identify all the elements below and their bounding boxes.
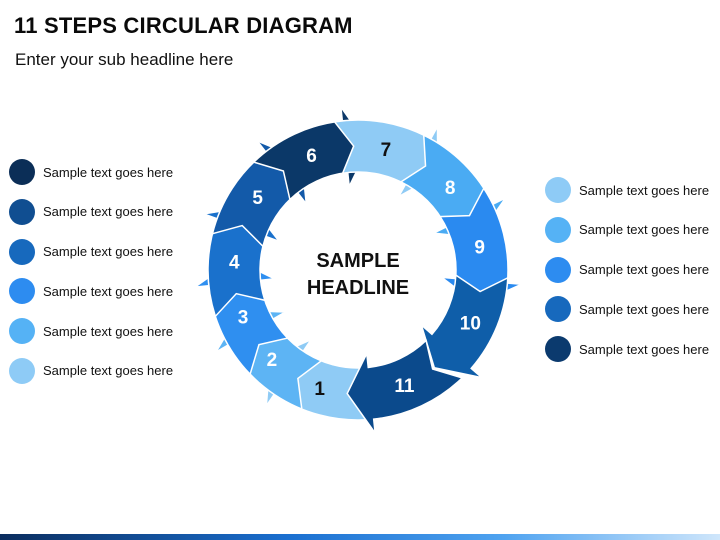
step-1-label: 1 bbox=[314, 379, 325, 400]
legend-text: Sample text goes here bbox=[579, 301, 710, 317]
footer-accent-bar bbox=[0, 534, 720, 540]
legend-dot-icon bbox=[9, 357, 35, 384]
step-10-arrow bbox=[419, 273, 509, 379]
legend-text: Sample text goes here bbox=[579, 182, 710, 198]
legend-text: Sample text goes here bbox=[43, 244, 174, 260]
legend-dot-icon bbox=[9, 159, 35, 185]
legend-text: Sample text goes here bbox=[43, 323, 174, 339]
legend-item: Sample text goes here bbox=[9, 357, 173, 385]
legend-text: Sample text goes here bbox=[43, 164, 174, 180]
legend-text: Sample text goes here bbox=[43, 363, 174, 379]
legend-text: Sample text goes here bbox=[43, 204, 174, 220]
legend-item: Sample text goes here bbox=[9, 158, 173, 186]
center-headline-line1: SAMPLE bbox=[316, 250, 400, 272]
step-4-label: 4 bbox=[229, 252, 240, 273]
page-subtitle: Enter your sub headline here bbox=[15, 50, 234, 69]
legend-dot-icon bbox=[9, 198, 35, 225]
legend-item: Sample text goes here bbox=[9, 317, 173, 345]
legend-item: Sample text goes here bbox=[545, 176, 709, 204]
step-9-label: 9 bbox=[474, 237, 485, 258]
center-headline: SAMPLE HEADLINE bbox=[280, 248, 436, 302]
legend-dot-icon bbox=[545, 177, 571, 203]
legend-item: Sample text goes here bbox=[9, 238, 173, 266]
step-6-label: 6 bbox=[306, 146, 317, 167]
legend-dot-icon bbox=[545, 256, 571, 283]
legend-text: Sample text goes here bbox=[579, 341, 710, 357]
legend-item: Sample text goes here bbox=[545, 216, 709, 244]
step-5-label: 5 bbox=[252, 188, 263, 209]
legend-text: Sample text goes here bbox=[579, 262, 710, 278]
legend-text: Sample text goes here bbox=[43, 283, 174, 299]
legend-dot-icon bbox=[9, 278, 35, 305]
legend-item: Sample text goes here bbox=[9, 277, 173, 305]
legend-dot-icon bbox=[545, 336, 571, 363]
step-11-arrow bbox=[346, 339, 464, 436]
step-10-label: 10 bbox=[460, 313, 481, 334]
step-3-label: 3 bbox=[238, 307, 249, 328]
step-2-label: 2 bbox=[267, 350, 278, 371]
legend-item: Sample text goes here bbox=[545, 256, 709, 284]
center-headline-line2: HEADLINE bbox=[306, 277, 410, 299]
page-title: 11 STEPS CIRCULAR DIAGRAM bbox=[14, 13, 353, 38]
step-7-label: 7 bbox=[381, 140, 392, 161]
legend-dot-icon bbox=[9, 318, 35, 345]
step-11-label: 11 bbox=[394, 376, 415, 397]
legend-dot-icon bbox=[545, 296, 571, 323]
legend-dot-icon bbox=[545, 216, 571, 243]
legend-dot-icon bbox=[9, 238, 35, 265]
step-8-label: 8 bbox=[445, 178, 456, 199]
legend-item: Sample text goes here bbox=[9, 198, 173, 226]
legend-item: Sample text goes here bbox=[545, 335, 709, 363]
legend-item: Sample text goes here bbox=[545, 295, 709, 323]
legend-text: Sample text goes here bbox=[579, 222, 710, 238]
